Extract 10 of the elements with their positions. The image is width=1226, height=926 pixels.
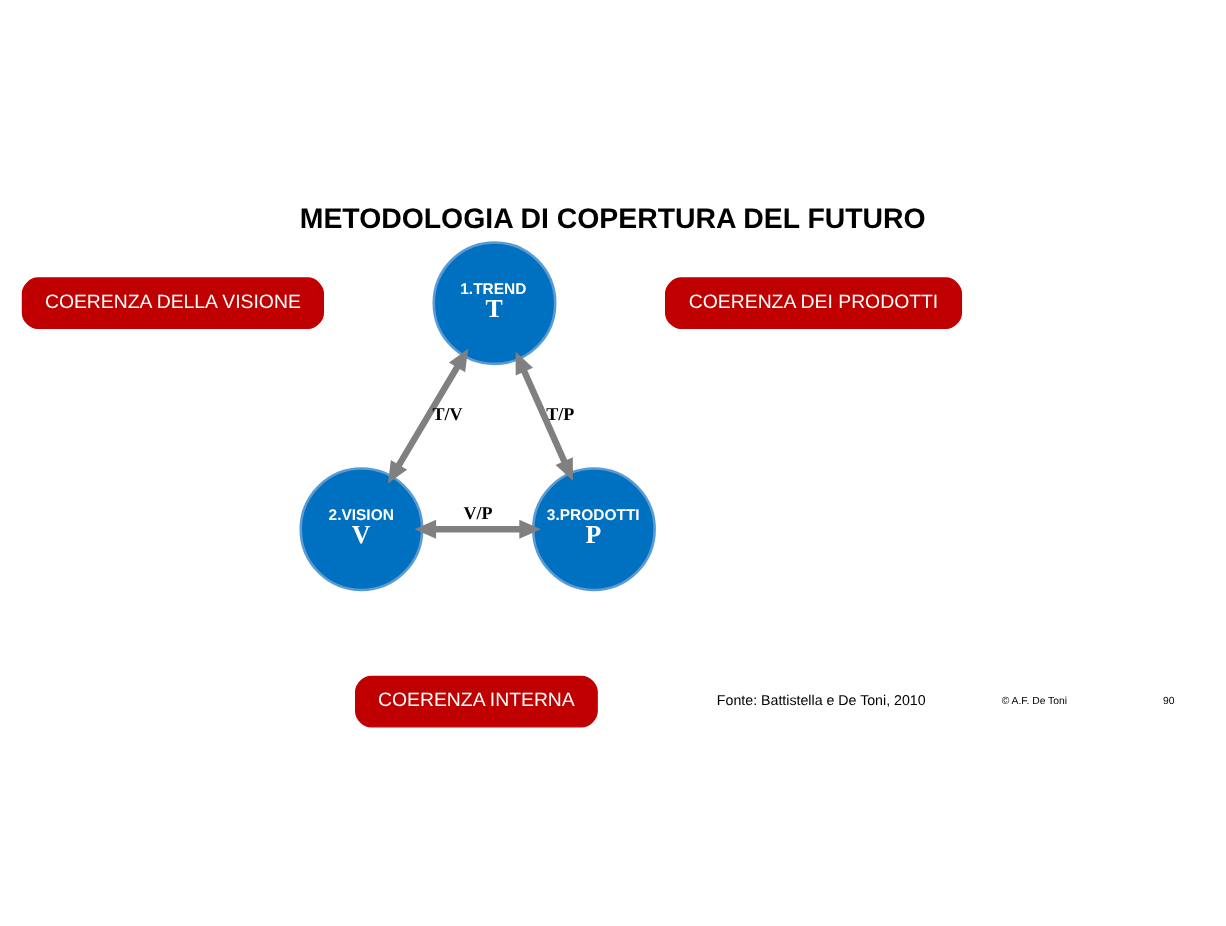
node-box: COERENZA INTERNA [355,674,598,727]
arrow [414,518,541,538]
node-box: COERENZA DEI PRODOTTI [665,276,963,329]
arrow [515,350,573,480]
edge-label: T/P [546,402,575,423]
node-box: COERENZA DELLA VISIONE [21,276,324,329]
diagram-title: METODOLOGIA DI COPERTURA DEL FUTURO [299,202,926,235]
arrow [387,347,469,483]
edge-label: V/P [463,502,493,523]
edge-label: T/V [432,402,463,423]
